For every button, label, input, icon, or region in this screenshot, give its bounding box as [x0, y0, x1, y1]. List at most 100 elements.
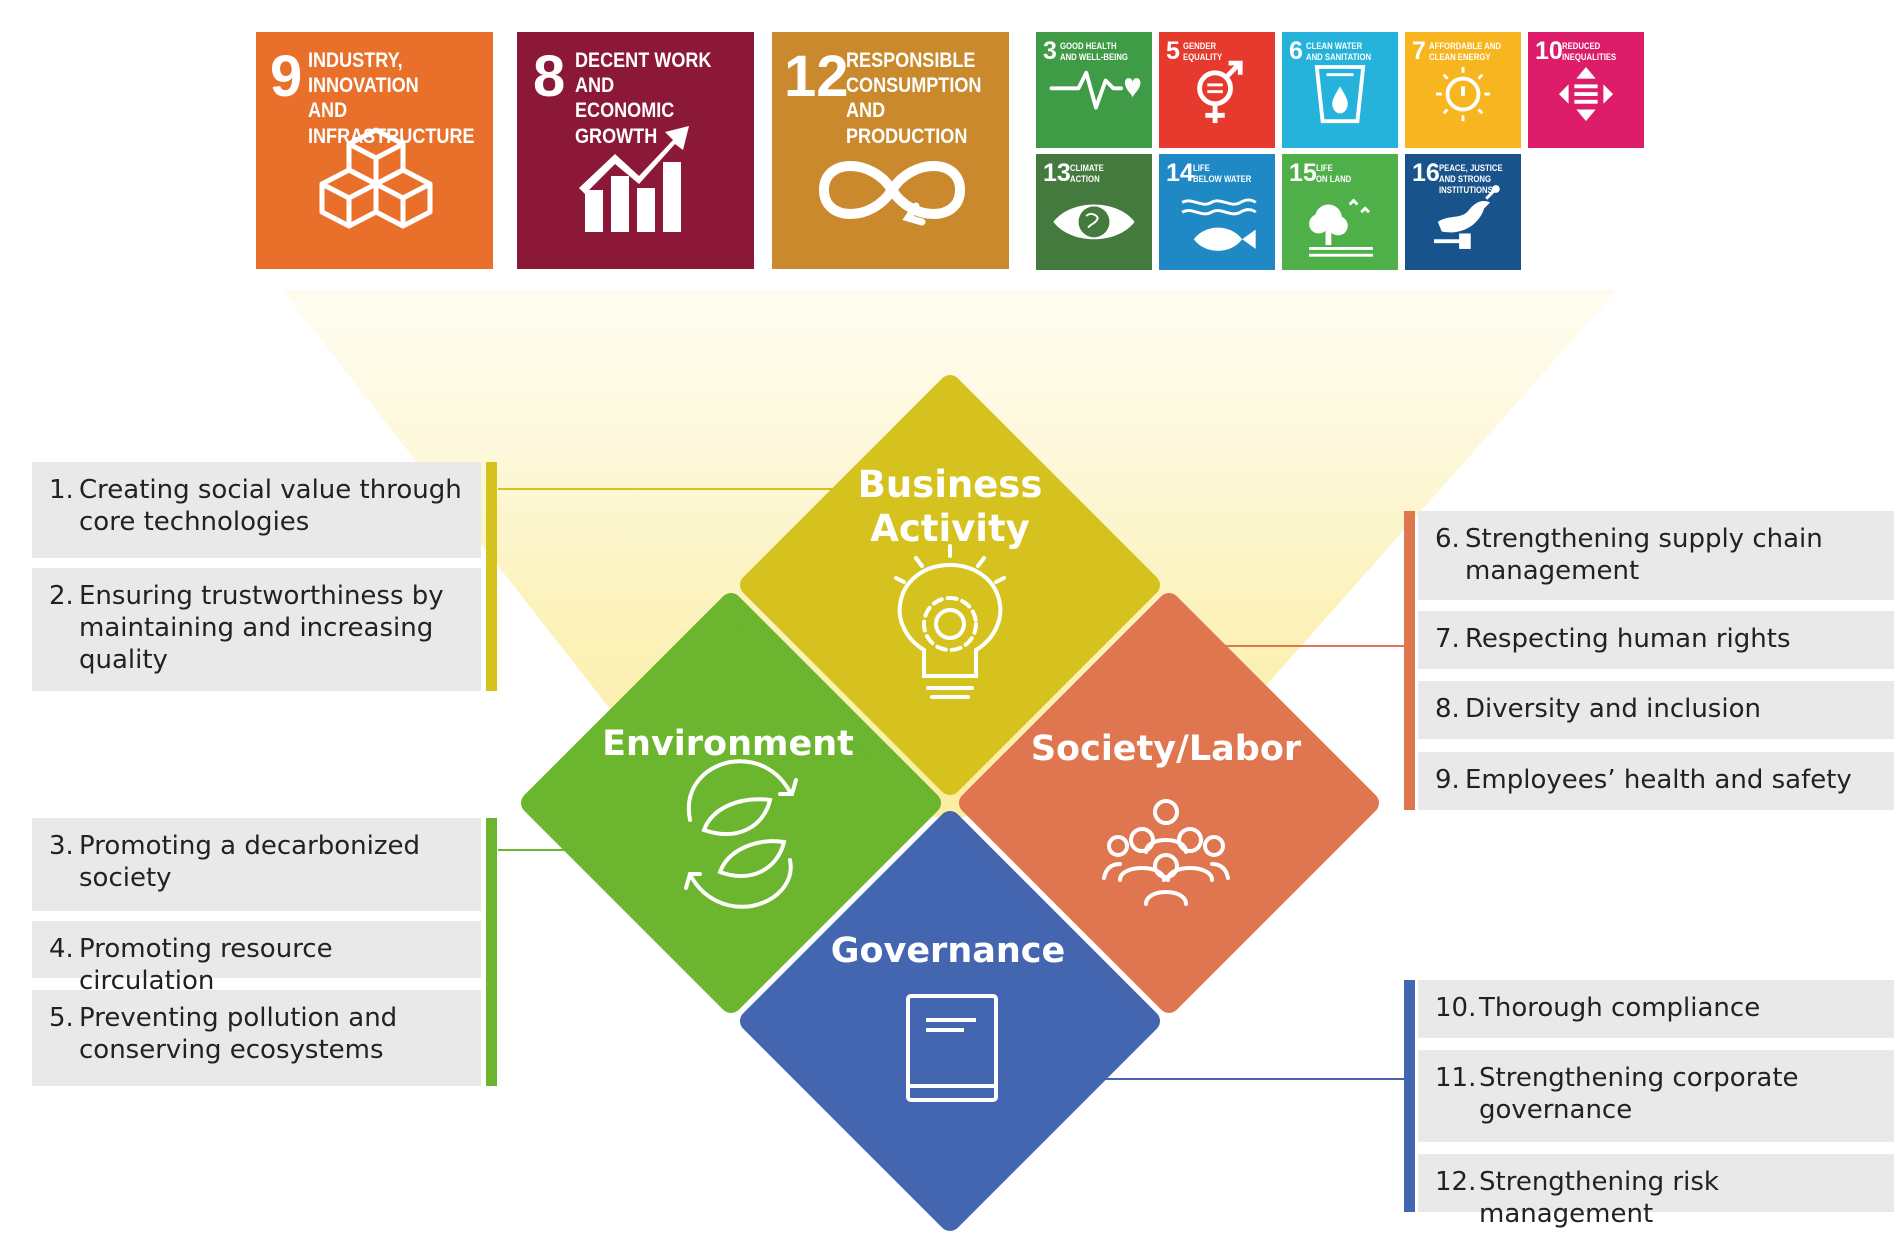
sdg-15-tile: 15Life on land	[1282, 154, 1398, 270]
sdg-title: Affordable and clean energy	[1429, 41, 1501, 62]
bar-business	[486, 462, 497, 691]
sdg-title: Climate action	[1070, 163, 1104, 184]
item-number: 7.	[1435, 624, 1460, 654]
sdg-16-tile: 16Peace, justice and strong institutions	[1405, 154, 1521, 270]
sdg-number: 15	[1289, 159, 1317, 187]
sun-power-icon	[1435, 67, 1491, 122]
sdg-title: Life on land	[1316, 163, 1352, 184]
sdg-title: Clean water and sanitation	[1306, 41, 1372, 62]
business-label-line1: Business	[858, 463, 1043, 506]
list-item: 3. Promoting a decarbonized society	[32, 818, 481, 911]
sdg-title: Decent work and economic growth	[575, 49, 712, 148]
list-item: 10. Thorough compliance	[1418, 980, 1894, 1038]
book-icon	[906, 994, 998, 1102]
sdg-title: Life below water	[1193, 163, 1252, 184]
sdg-number: 13	[1043, 159, 1071, 187]
eye-globe-icon	[1053, 204, 1135, 240]
equality-arrows-icon	[1558, 67, 1614, 122]
list-item: 11. Strengthening corporate governance	[1418, 1050, 1894, 1142]
sdg-number: 5	[1166, 37, 1180, 65]
sdg-number: 8	[533, 44, 566, 109]
governance-label: Governance	[831, 931, 1066, 971]
connector-society	[1222, 645, 1404, 647]
item-text: Strengthening supply chain management	[1465, 524, 1823, 586]
list-item: 12. Strengthening risk management	[1418, 1154, 1894, 1229]
list-item: 9. Employees’ health and safety	[1418, 752, 1894, 810]
sdg-title: Responsible consumption and production	[846, 49, 982, 148]
sdg-number: 12	[784, 44, 849, 109]
business-label-line2: Activity	[870, 507, 1030, 550]
item-text: Respecting human rights	[1465, 624, 1791, 654]
sdg-title: Good health and well-being	[1060, 41, 1128, 62]
sdg-title: Gender equality	[1183, 41, 1223, 62]
society-label: Society/Labor	[1031, 729, 1302, 769]
item-text: Preventing pollution and conserving ecos…	[79, 1003, 398, 1065]
water-drop-icon	[1314, 65, 1366, 124]
sdg-8-tile: 8 Decent work and economic growth	[517, 32, 754, 269]
item-number: 6.	[1435, 524, 1460, 554]
people-group-icon	[1102, 799, 1230, 906]
item-number: 5.	[49, 1003, 74, 1033]
environment-label: Environment	[602, 724, 854, 764]
fish-icon	[1181, 198, 1257, 251]
sdg-number: 3	[1043, 37, 1057, 65]
lightbulb-gear-icon	[894, 544, 1006, 699]
item-text: Creating social value through core techn…	[79, 475, 462, 537]
sdg-3-tile: 3Good health and well-being	[1036, 32, 1152, 148]
item-text: Employees’ health and safety	[1465, 765, 1852, 795]
sdg-9-tile: 9 Industry, innovation and infrastructur…	[256, 32, 493, 269]
sdg-10-tile: 10Reduced inequalities	[1528, 32, 1644, 148]
sdg-number: 10	[1535, 37, 1563, 65]
sdg-6-tile: 6Clean water and sanitation	[1282, 32, 1398, 148]
list-item: 5. Preventing pollution and conserving e…	[32, 990, 481, 1086]
item-number: 8.	[1435, 694, 1460, 724]
item-text: Promoting resource circulation	[79, 934, 333, 996]
bar-society	[1404, 511, 1415, 810]
connector-business	[498, 488, 850, 490]
item-number: 4.	[49, 934, 74, 964]
sdg-number: 16	[1412, 159, 1440, 187]
item-text: Thorough compliance	[1479, 993, 1761, 1023]
sdg-13-tile: 13Climate action	[1036, 154, 1152, 270]
growth-chart-icon	[579, 126, 689, 232]
item-number: 12.	[1435, 1167, 1477, 1197]
recycle-leaf-icon	[684, 759, 798, 909]
infinity-icon	[818, 161, 966, 226]
list-item: 1. Creating social value through core te…	[32, 462, 481, 558]
connector-governance	[1098, 1078, 1404, 1080]
list-item: 2. Ensuring trustworthiness by maintaini…	[32, 568, 481, 691]
item-text: Ensuring trustworthiness by maintaining …	[79, 581, 444, 675]
sdg-title: Reduced inequalities	[1562, 41, 1617, 62]
list-item: 7. Respecting human rights	[1418, 611, 1894, 669]
tree-icon	[1309, 198, 1373, 257]
governance-diamond: Governance	[740, 811, 1160, 1231]
society-labor-diamond: Society/Labor	[959, 593, 1379, 1013]
item-text: Promoting a decarbonized society	[79, 831, 421, 893]
sdg-5-tile: 5Gender equality	[1159, 32, 1275, 148]
sdg-12-tile: 12 Responsible consumption and productio…	[772, 32, 1009, 269]
list-item: 8. Diversity and inclusion	[1418, 681, 1894, 739]
sdg-number: 14	[1166, 159, 1194, 187]
business-activity-diamond: Business Activity	[740, 375, 1160, 795]
item-text: Strengthening corporate governance	[1479, 1063, 1799, 1125]
item-number: 11.	[1435, 1063, 1477, 1093]
item-number: 10.	[1435, 993, 1477, 1023]
item-number: 3.	[49, 831, 74, 861]
sdg-14-tile: 14Life below water	[1159, 154, 1275, 270]
sdg-title: Peace, justice and strong institutions	[1439, 163, 1503, 195]
sdg-number: 7	[1412, 37, 1426, 65]
item-number: 1.	[49, 475, 74, 505]
item-text: Strengthening risk management	[1479, 1167, 1719, 1229]
heartbeat-icon	[1049, 70, 1141, 110]
gender-icon	[1197, 60, 1243, 124]
cubes-icon	[319, 127, 433, 229]
item-text: Diversity and inclusion	[1465, 694, 1761, 724]
sdg-7-tile: 7Affordable and clean energy	[1405, 32, 1521, 148]
connector-environment	[498, 849, 578, 851]
bar-environment	[486, 818, 497, 1086]
list-item: 6. Strengthening supply chain management	[1418, 511, 1894, 600]
bar-governance	[1404, 980, 1415, 1212]
item-number: 9.	[1435, 765, 1460, 795]
